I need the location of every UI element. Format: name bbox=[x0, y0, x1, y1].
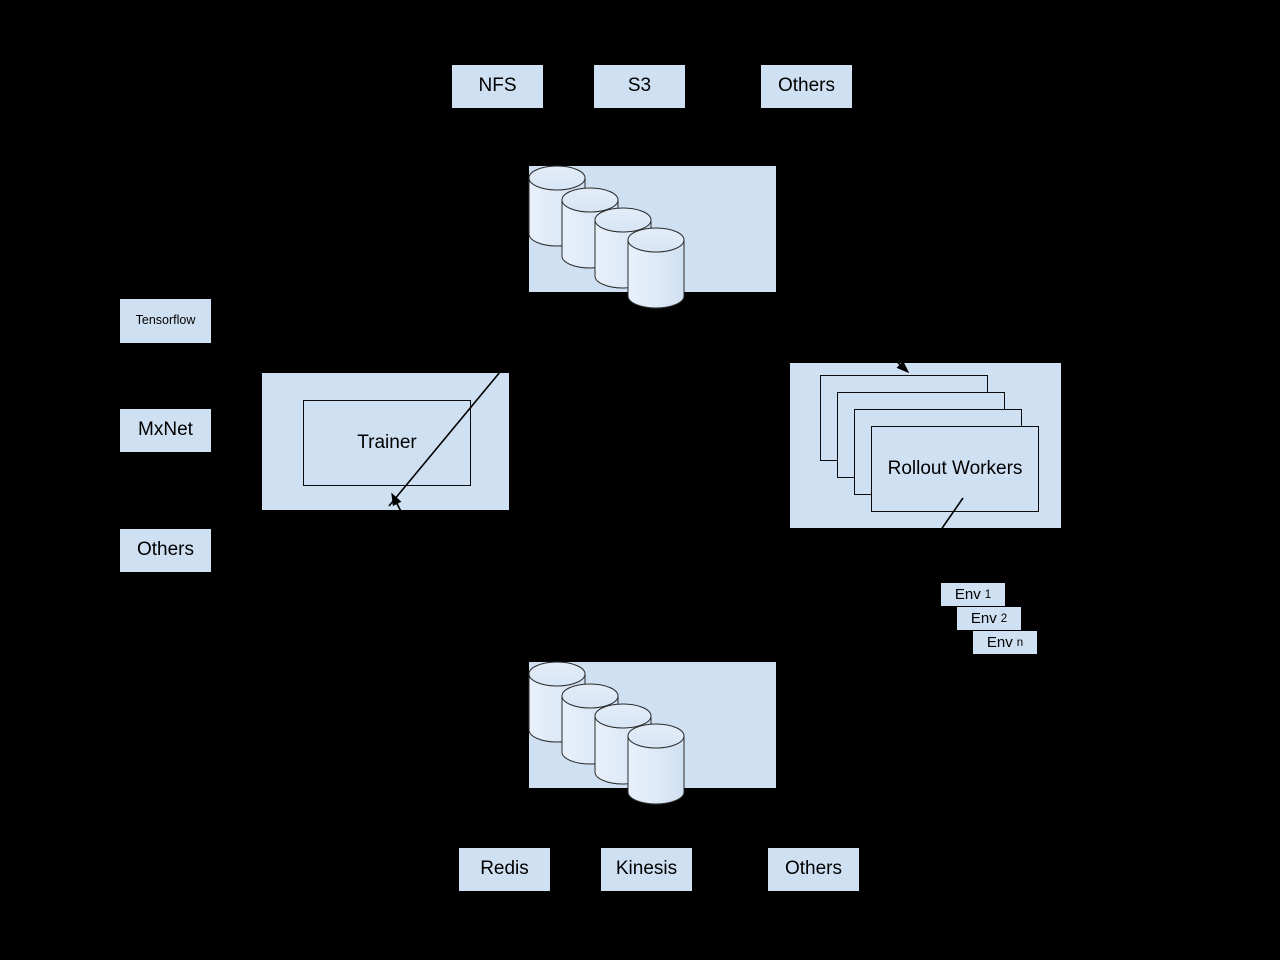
storage-node-s3[interactable]: S3 bbox=[594, 65, 685, 108]
queue-node-others[interactable]: Others bbox=[768, 848, 859, 891]
storage-node-nfs[interactable]: NFS bbox=[452, 65, 543, 108]
env-node-2-index: 2 bbox=[1000, 612, 1008, 625]
env-node-n-word: Env bbox=[986, 634, 1013, 651]
framework-node-others-label: Others bbox=[136, 539, 195, 561]
env-node-n-index: n bbox=[1016, 636, 1024, 649]
framework-node-mxnet-label: MxNet bbox=[138, 419, 193, 441]
experience-store-container bbox=[529, 662, 776, 788]
framework-node-tensorflow-label: Tensorflow bbox=[135, 313, 196, 328]
env-node-2[interactable]: Env 2 bbox=[957, 607, 1021, 630]
queue-node-kinesis-label: Kinesis bbox=[615, 858, 678, 880]
storage-node-s3-label: S3 bbox=[627, 75, 652, 97]
framework-node-mxnet[interactable]: MxNet bbox=[120, 409, 211, 452]
queue-node-redis-label: Redis bbox=[480, 858, 529, 880]
storage-node-others[interactable]: Others bbox=[761, 65, 852, 108]
queue-node-kinesis[interactable]: Kinesis bbox=[601, 848, 692, 891]
queue-node-redis[interactable]: Redis bbox=[459, 848, 550, 891]
storage-node-others-label: Others bbox=[777, 75, 836, 97]
env-node-1-word: Env bbox=[954, 586, 981, 603]
env-node-n[interactable]: Env n bbox=[973, 631, 1037, 654]
storage-node-nfs-label: NFS bbox=[478, 75, 517, 97]
framework-node-others[interactable]: Others bbox=[120, 529, 211, 572]
env-node-1-index: 1 bbox=[984, 588, 992, 601]
model-store-container bbox=[529, 166, 776, 292]
rollout-workers-label: Rollout Workers bbox=[887, 458, 1023, 479]
trainer-box[interactable]: Trainer bbox=[303, 400, 471, 486]
queue-node-others-label: Others bbox=[784, 858, 843, 880]
env-node-2-word: Env bbox=[970, 610, 997, 627]
rollout-workers-box[interactable]: Rollout Workers bbox=[871, 426, 1039, 512]
framework-node-tensorflow[interactable]: Tensorflow bbox=[120, 299, 211, 343]
trainer-label: Trainer bbox=[357, 432, 417, 453]
env-node-1[interactable]: Env 1 bbox=[941, 583, 1005, 606]
